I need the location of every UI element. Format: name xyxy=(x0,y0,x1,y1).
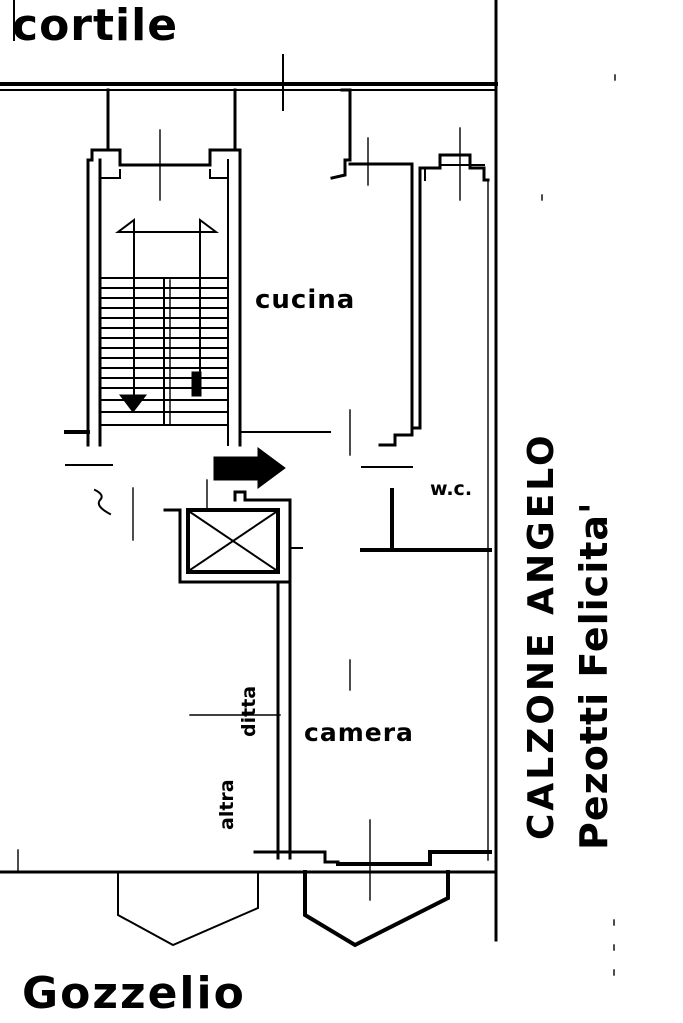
label-cucina: cucina xyxy=(255,285,356,315)
scan-marks xyxy=(541,74,616,976)
label-ditta: ditta xyxy=(238,685,260,737)
label-neighbor-owner-1: CALZONE ANGELO xyxy=(521,432,562,840)
staircase xyxy=(86,88,242,447)
label-gozzelio: Gozzelio xyxy=(22,968,246,1019)
top-exterior-wall xyxy=(0,0,498,942)
label-cortile: cortile xyxy=(12,0,179,51)
kitchen-walls xyxy=(330,88,490,447)
stair-up-marker-icon xyxy=(191,371,202,397)
elevator xyxy=(163,479,303,584)
bedroom-walls xyxy=(189,580,371,901)
label-wc: w.c. xyxy=(430,478,473,500)
label-altra: altra xyxy=(216,779,238,830)
balcony-right xyxy=(303,870,450,948)
balcony-left xyxy=(117,871,259,947)
stair-down-arrow-icon xyxy=(118,394,148,413)
stair-treads xyxy=(99,277,229,426)
wc-walls xyxy=(360,488,492,552)
landing-walls xyxy=(64,409,413,541)
label-neighbor-owner-2: Pezotti Felicita' xyxy=(572,501,616,850)
entrance-arrow-icon xyxy=(213,447,286,489)
bottom-exterior-wall xyxy=(0,849,498,874)
label-camera: camera xyxy=(304,718,414,747)
